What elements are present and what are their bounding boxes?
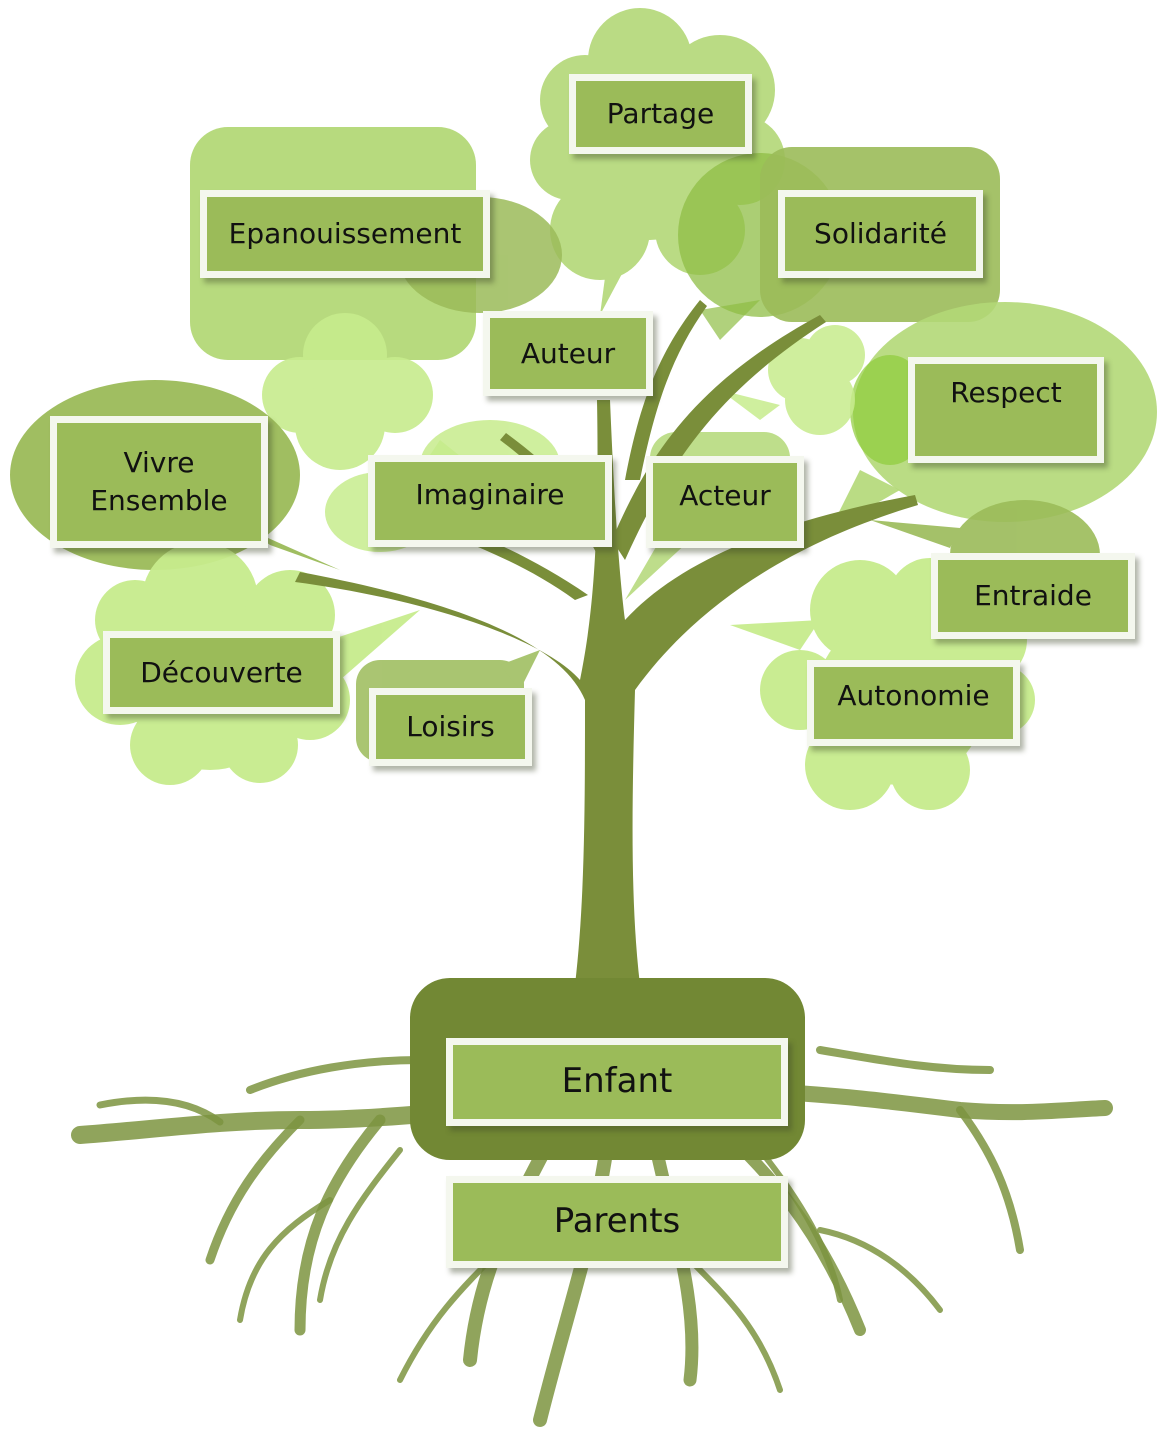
label-epanouissement: Epanouissement (200, 190, 490, 278)
label-autonomie: Autonomie (807, 660, 1020, 746)
label-enfant: Enfant (446, 1038, 788, 1126)
label-imaginaire: Imaginaire (368, 455, 612, 547)
label-loisirs: Loisirs (369, 688, 532, 766)
label-vivre-ensemble: Vivre Ensemble (50, 416, 268, 548)
label-decouverte: Découverte (103, 631, 340, 714)
label-partage: Partage (569, 74, 752, 154)
label-acteur: Acteur (646, 456, 804, 548)
bubble-cloud-right (720, 325, 865, 435)
label-respect: Respect (908, 357, 1104, 463)
label-parents: Parents (446, 1176, 788, 1268)
label-auteur: Auteur (483, 311, 653, 396)
label-entraide: Entraide (931, 553, 1135, 639)
label-solidarite: Solidarité (778, 190, 983, 278)
